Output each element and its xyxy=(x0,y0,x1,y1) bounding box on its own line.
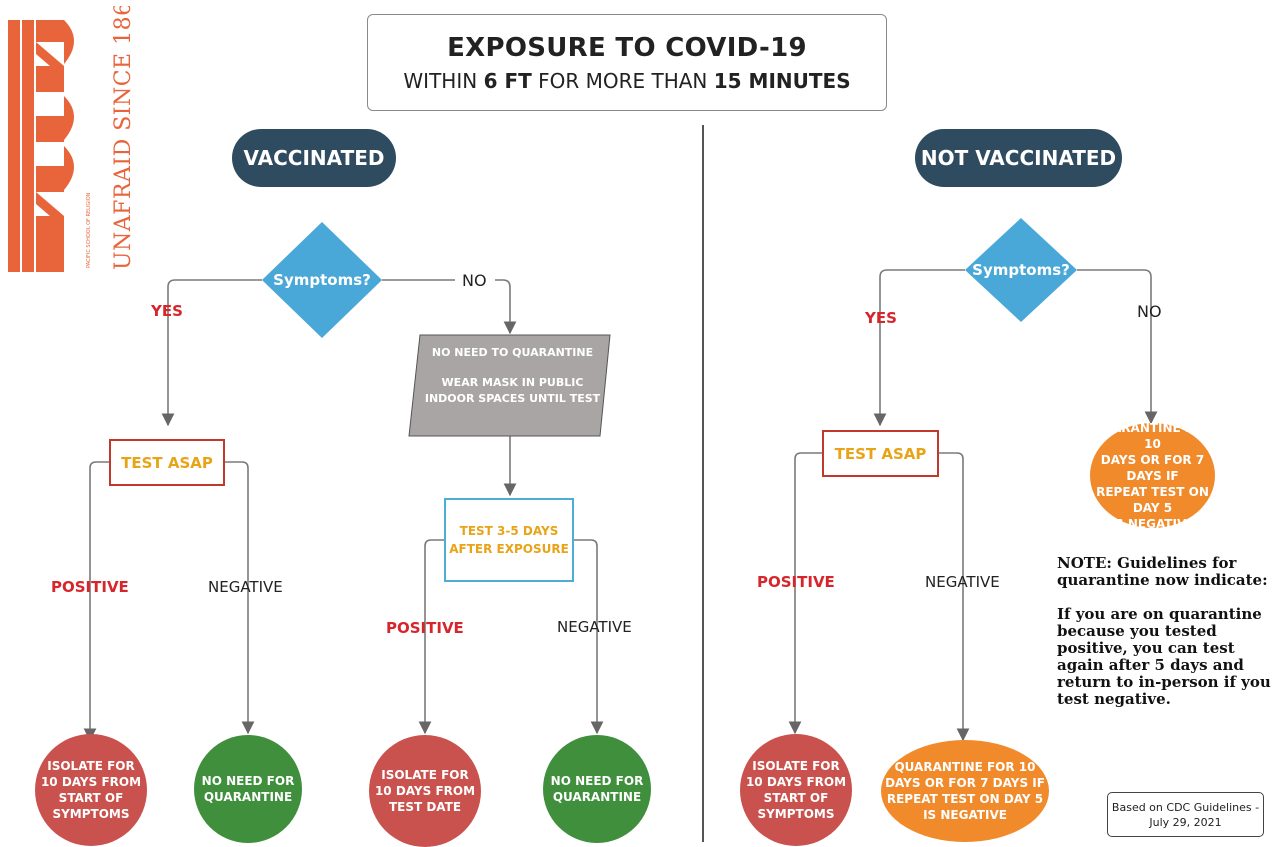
symptoms-diamond-vaccinated xyxy=(262,222,382,338)
subtitle-duration: 15 MINUTES xyxy=(713,68,851,93)
not-vaccinated-negative-label: NEGATIVE xyxy=(925,573,1000,591)
note-body: If you are on quarantine because you tes… xyxy=(1057,605,1271,708)
connector-asap-left xyxy=(83,461,109,742)
no-need-quarantine-circle-2: NO NEED FOR QUARANTINE xyxy=(543,735,651,843)
logo-school-name: PACIFIC SCHOOL OF RELIGION xyxy=(86,192,92,268)
not-vaccinated-test-asap: TEST ASAP xyxy=(822,430,939,477)
subtitle-within: WITHIN xyxy=(403,68,478,93)
connector-test-left xyxy=(418,539,444,735)
subtitle-middle: FOR MORE THAN xyxy=(538,68,708,93)
paral-line-3: INDOOR SPACES UNTIL TEST xyxy=(424,392,601,405)
guidelines-note: NOTE: Guidelines for quarantine now indi… xyxy=(1057,555,1279,725)
not-vaccinated-no-label: NO xyxy=(1137,302,1162,321)
connector-yes-vax xyxy=(161,279,262,427)
connector-test-right xyxy=(574,539,604,735)
vaccinated-positive-label: POSITIVE xyxy=(51,578,129,596)
isolate-test-date-circle: ISOLATE FOR 10 DAYS FROM TEST DATE xyxy=(369,735,481,847)
connector-asap-right xyxy=(225,461,255,735)
page-title: EXPOSURE TO COVID-19 xyxy=(447,32,807,63)
page-subtitle: WITHIN 6 FT FOR MORE THAN 15 MINUTES xyxy=(403,69,850,93)
vaccinated-no-label: NO xyxy=(462,271,487,290)
not-vaccinated-yes-label: YES xyxy=(865,309,897,327)
no-need-quarantine-circle: NO NEED FOR QUARANTINE xyxy=(194,735,302,843)
isolate-symptoms-circle: ISOLATE FOR 10 DAYS FROM START OF SYMPTO… xyxy=(35,734,147,846)
not-vaccinated-positive-label: POSITIVE xyxy=(757,573,835,591)
connector-yes-nv xyxy=(873,269,965,427)
quarantine-oval-bottom: QUARANTINE FOR 10 DAYS OR FOR 7 DAYS IF … xyxy=(881,740,1049,842)
parallelogram-text: NO NEED TO QUARANTINE WEAR MASK IN PUBLI… xyxy=(420,345,605,407)
vaccinated-symptoms-label: Symptoms? xyxy=(273,271,371,289)
title-box: EXPOSURE TO COVID-19 WITHIN 6 FT FOR MOR… xyxy=(367,14,887,111)
vaccinated-heading: VACCINATED xyxy=(232,129,396,187)
logo-tagline: UNAFRAID SINCE 1866 xyxy=(111,6,132,270)
cdc-guidelines-box: Based on CDC Guidelines - July 29, 2021 xyxy=(1107,792,1264,837)
footer-line-2: July 29, 2021 xyxy=(1149,815,1222,829)
connector-asap-right-nv xyxy=(939,452,970,742)
vaccinated-yes-label: YES xyxy=(151,302,183,320)
connector-no-vax-2 xyxy=(495,279,517,335)
test-days-line-2: AFTER EXPOSURE xyxy=(449,542,569,556)
paral-line-1: NO NEED TO QUARANTINE xyxy=(431,346,594,359)
school-logo: PACIFIC SCHOOL OF RELIGION UNAFRAID SINC… xyxy=(8,6,132,272)
nv-isolate-symptoms-circle: ISOLATE FOR 10 DAYS FROM START OF SYMPTO… xyxy=(740,734,852,846)
symptoms-diamond-not-vaccinated xyxy=(965,218,1077,322)
column-divider xyxy=(702,125,704,842)
footer-line-1: Based on CDC Guidelines - xyxy=(1111,800,1260,814)
not-vaccinated-heading: NOT VACCINATED xyxy=(915,129,1122,187)
no-need-quarantine-parallelogram xyxy=(408,334,611,437)
test-days-line-1: TEST 3-5 DAYS xyxy=(459,524,559,538)
quarantine-oval-top: QUARANTINE FOR 10 DAYS OR FOR 7 DAYS IF … xyxy=(1090,421,1215,531)
vaccinated-positive-label-2: POSITIVE xyxy=(386,619,464,637)
vaccinated-test-asap: TEST ASAP xyxy=(109,439,225,486)
connector-asap-left-nv xyxy=(788,452,822,735)
vaccinated-negative-label: NEGATIVE xyxy=(208,578,283,596)
test-3-5-days-box: TEST 3-5 DAYS AFTER EXPOSURE xyxy=(444,498,574,582)
not-vaccinated-symptoms-label: Symptoms? xyxy=(972,261,1070,279)
connector-no-nv xyxy=(1077,269,1158,425)
vaccinated-negative-label-2: NEGATIVE xyxy=(557,618,632,636)
subtitle-distance: 6 FT xyxy=(483,68,532,93)
note-heading: NOTE: Guidelines for quarantine now indi… xyxy=(1057,554,1268,589)
paral-line-2: WEAR MASK IN PUBLIC xyxy=(441,376,584,389)
